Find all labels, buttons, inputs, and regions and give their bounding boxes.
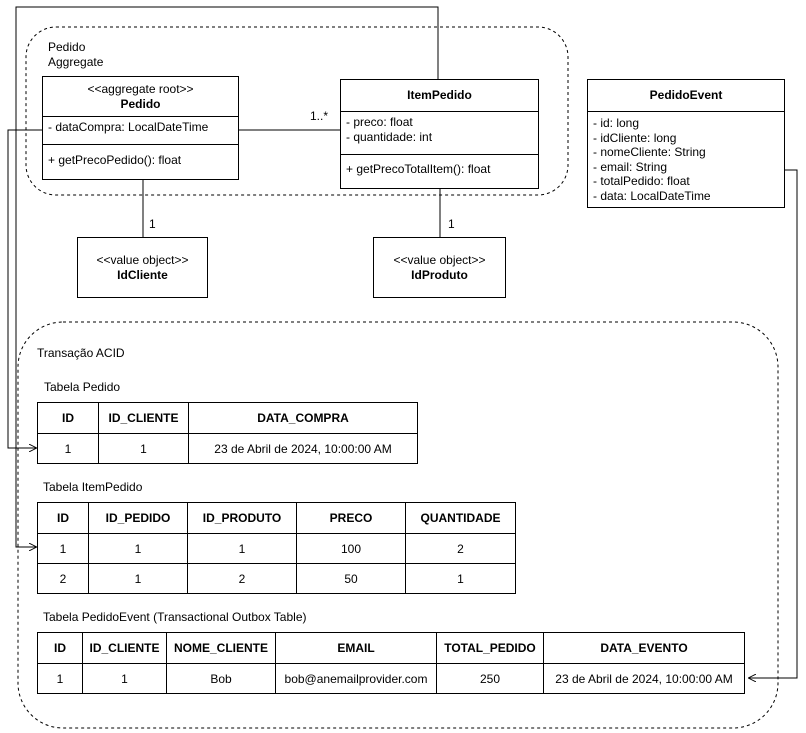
- table-cell: 2: [187, 563, 297, 594]
- table-cell: 1: [98, 433, 189, 464]
- table-cell: 100: [296, 533, 406, 564]
- table-cell: 2: [405, 533, 516, 564]
- pedido-stereotype: <<aggregate root>>: [87, 82, 194, 96]
- column-header: EMAIL: [275, 632, 437, 664]
- table-cell: 23 de Abril de 2024, 10:00:00 AM: [543, 663, 745, 694]
- aggregate-label-line1: Pedido: [48, 40, 86, 54]
- table-itempedido-title: Tabela ItemPedido: [43, 480, 143, 494]
- column-header: DATA_EVENTO: [543, 632, 745, 664]
- itempedido-attr: - quantidade: int: [346, 130, 433, 144]
- pedido-class-name: Pedido: [120, 97, 161, 111]
- pedidoevent-to-table-arrow: [749, 169, 798, 678]
- table-cell: 1: [88, 563, 188, 594]
- table-cell: 50: [296, 563, 406, 594]
- pedidoevent-attr: - nomeCliente: String: [593, 145, 706, 159]
- idcliente-stereotype: <<value object>>: [96, 253, 189, 267]
- column-header: PRECO: [296, 502, 406, 534]
- pedidoevent-class[interactable]: PedidoEvent - id: long - idCliente: long…: [587, 79, 785, 208]
- itempedido-attributes: - preco: float - quantidade: int: [341, 112, 538, 155]
- pedido-to-table-arrow: [7, 129, 42, 448]
- pedidoevent-attr: - email: String: [593, 159, 668, 174]
- pedido-methods: + getPrecoPedido(): float: [43, 145, 238, 168]
- table-cell: 1: [82, 663, 167, 694]
- pedido-class-header: <<aggregate root>> Pedido: [43, 77, 238, 117]
- column-header: ID_CLIENTE: [98, 402, 189, 434]
- idproduto-name: IdProduto: [411, 268, 468, 282]
- pedido-attr: - dataCompra: LocalDateTime: [48, 120, 209, 134]
- aggregate-boundary: [25, 26, 569, 196]
- column-header: ID: [37, 632, 83, 664]
- table-cell: 1: [187, 533, 297, 564]
- column-header: DATA_COMPRA: [188, 402, 418, 434]
- table-cell: 23 de Abril de 2024, 10:00:00 AM: [188, 433, 418, 464]
- table-cell: 1: [88, 533, 188, 564]
- aggregate-label-line2: Aggregate: [48, 55, 104, 69]
- itempedido-method: + getPrecoTotalItem(): float: [346, 162, 491, 176]
- pedidoevent-class-name: PedidoEvent: [588, 80, 784, 112]
- column-header: ID_PRODUTO: [187, 502, 297, 534]
- table-row: 1 1 Bob bob@anemailprovider.com 250 23 d…: [37, 663, 745, 694]
- itempedido-attr: - preco: float: [346, 115, 413, 129]
- itempedido-methods: + getPrecoTotalItem(): float: [341, 155, 538, 177]
- column-header: NOME_CLIENTE: [166, 632, 276, 664]
- pedidoevent-attr: - data: LocalDateTime: [593, 188, 711, 203]
- table-header-row: ID ID_CLIENTE DATA_COMPRA: [37, 402, 418, 434]
- pedidoevent-attr: - totalPedido: float: [593, 174, 690, 188]
- table-pedidoevent: ID ID_CLIENTE NOME_CLIENTE EMAIL TOTAL_P…: [37, 632, 745, 694]
- table-cell: Bob: [166, 663, 276, 694]
- idproduto-stereotype: <<value object>>: [393, 253, 486, 267]
- itempedido-to-table-arrow: [15, 6, 439, 547]
- table-cell: 250: [436, 663, 544, 694]
- multiplicity-item-produto: 1: [448, 217, 455, 231]
- itempedido-class[interactable]: ItemPedido - preco: float - quantidade: …: [340, 79, 539, 189]
- column-header: QUANTIDADE: [405, 502, 516, 534]
- pedido-class[interactable]: <<aggregate root>> Pedido - dataCompra: …: [42, 76, 239, 180]
- idproduto-value-object[interactable]: <<value object>> IdProduto: [373, 237, 506, 298]
- pedidoevent-attr: - idCliente: long: [593, 130, 677, 145]
- idcliente-name: IdCliente: [117, 268, 168, 282]
- multiplicity-pedido-item: 1..*: [310, 109, 329, 123]
- multiplicity-pedido-cliente: 1: [149, 217, 156, 231]
- table-header-row: ID ID_CLIENTE NOME_CLIENTE EMAIL TOTAL_P…: [37, 632, 745, 664]
- transaction-label: Transação ACID: [37, 346, 125, 360]
- table-cell: 1: [37, 433, 99, 464]
- column-header: TOTAL_PEDIDO: [436, 632, 544, 664]
- column-header: ID_CLIENTE: [82, 632, 167, 664]
- table-cell: 1: [37, 663, 83, 694]
- itempedido-class-name: ItemPedido: [341, 80, 538, 112]
- table-header-row: ID ID_PEDIDO ID_PRODUTO PRECO QUANTIDADE: [37, 502, 516, 534]
- table-pedido: ID ID_CLIENTE DATA_COMPRA 1 1 23 de Abri…: [37, 402, 418, 464]
- column-header: ID: [37, 502, 89, 534]
- pedido-method: + getPrecoPedido(): float: [48, 153, 182, 167]
- aggregate-label: Pedido Aggregate: [48, 40, 103, 70]
- table-cell: bob@anemailprovider.com: [275, 663, 437, 694]
- column-header: ID_PEDIDO: [88, 502, 188, 534]
- table-cell: 1: [405, 563, 516, 594]
- pedidoevent-attr: - id: long: [593, 116, 640, 130]
- table-row: 1 1 23 de Abril de 2024, 10:00:00 AM: [37, 433, 418, 464]
- pedido-attributes: - dataCompra: LocalDateTime: [43, 117, 238, 145]
- table-row: 1 1 1 100 2: [37, 533, 516, 564]
- table-row: 2 1 2 50 1: [37, 563, 516, 594]
- table-cell: 2: [37, 563, 89, 594]
- idcliente-value-object[interactable]: <<value object>> IdCliente: [77, 237, 208, 298]
- table-cell: 1: [37, 533, 89, 564]
- pedidoevent-attributes: - id: long - idCliente: long - nomeClien…: [588, 112, 784, 203]
- table-pedido-title: Tabela Pedido: [44, 380, 121, 394]
- column-header: ID: [37, 402, 99, 434]
- table-itempedido: ID ID_PEDIDO ID_PRODUTO PRECO QUANTIDADE…: [37, 502, 516, 594]
- table-pedidoevent-title: Tabela PedidoEvent (Transactional Outbox…: [43, 610, 307, 624]
